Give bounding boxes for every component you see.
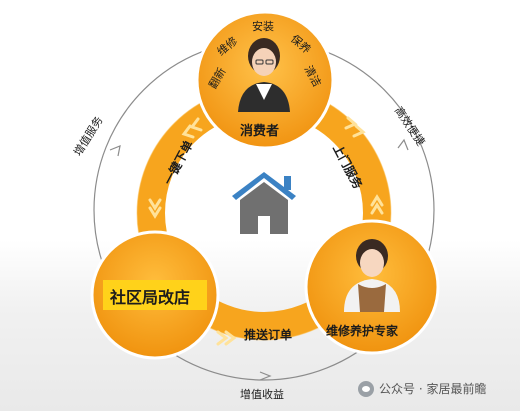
consumer-node xyxy=(195,10,335,150)
service-label-install: 安装 xyxy=(252,20,274,33)
consumer-avatar xyxy=(238,38,290,112)
expert-avatar xyxy=(344,239,400,312)
community-store-label: 社区局改店 xyxy=(110,288,191,307)
watermark-text: 公众号 · 家居最前瞻 xyxy=(379,382,487,396)
outer-arrow-bottom xyxy=(259,371,272,381)
store-label-box xyxy=(103,280,207,310)
watermark: 公众号 · 家居最前瞻 xyxy=(358,380,486,397)
consumer-label: 消费者 xyxy=(240,124,280,139)
flow-label-push-order: 推送订单 xyxy=(244,328,293,342)
house-icon xyxy=(232,172,296,234)
expert-label: 维修养护专家 xyxy=(326,324,399,338)
chevron-icons xyxy=(148,116,384,346)
outer-label-value-income: 增值收益 xyxy=(240,388,284,401)
outer-arrow-left xyxy=(109,145,121,157)
wechat-icon xyxy=(358,380,374,397)
outer-arrow-right xyxy=(397,138,409,151)
